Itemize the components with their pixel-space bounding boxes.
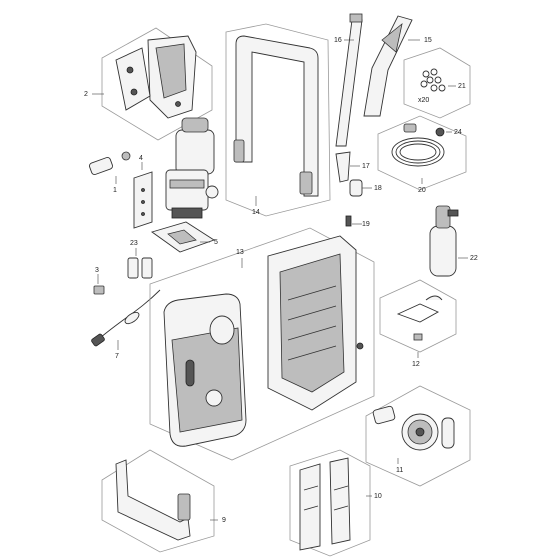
callout-14: 14 (252, 209, 260, 216)
part-23-switch: 23 (127, 240, 153, 279)
part-group-12-hooks: 12 (379, 279, 457, 368)
part-1-inlet: 1 (89, 151, 131, 194)
callout-10: 10 (374, 493, 382, 500)
part-group-13-main-body: 13 (149, 227, 375, 461)
part-4-bracket: 4 (133, 155, 153, 229)
callout-2: 2 (84, 91, 88, 98)
callout-1: 1 (113, 187, 117, 194)
part-15-spray-gun: 15 (363, 15, 432, 117)
callout-4: 4 (139, 155, 143, 162)
part-group-21-o-rings: x20 21 (403, 47, 471, 119)
callout-17: 17 (362, 163, 370, 170)
callout-24: 24 (454, 129, 462, 136)
callout-15: 15 (424, 37, 432, 44)
callout-13: 13 (236, 249, 244, 256)
part-7-power-cord: 7 (91, 289, 161, 360)
quantity-x20: x20 (418, 97, 429, 104)
part-group-9-base: 9 (101, 449, 226, 553)
callout-21: 21 (458, 83, 466, 90)
callout-16: 16 (334, 37, 342, 44)
part-17-nozzle: 17 (335, 151, 370, 183)
part-19-screw: 19 (345, 215, 370, 228)
part-group-14-handle: 14 (225, 23, 331, 217)
part-22-detergent-bottle: 22 (429, 205, 478, 277)
callout-5: 5 (214, 239, 218, 246)
part-3-clip: 3 (93, 267, 105, 295)
part-18-adapter: 18 (349, 179, 382, 197)
part-16-lance: 16 (334, 13, 363, 147)
callout-18: 18 (374, 185, 382, 192)
callout-7: 7 (115, 353, 119, 360)
callout-9: 9 (222, 517, 226, 524)
part-motor-pump (165, 117, 219, 219)
callout-20: 20 (418, 187, 426, 194)
part-group-20-hose: 24 20 (377, 115, 467, 194)
part-group-11-wheel: 11 (365, 385, 471, 487)
callout-12: 12 (412, 361, 420, 368)
callout-23: 23 (130, 240, 138, 247)
callout-22: 22 (470, 255, 478, 262)
callout-3: 3 (95, 267, 99, 274)
callout-19: 19 (362, 221, 370, 228)
part-group-10-holders: 10 (289, 449, 382, 557)
part-group-2-housing: 2 (84, 27, 213, 141)
callout-11: 11 (396, 467, 403, 474)
part-5-gasket: 5 (150, 221, 218, 253)
